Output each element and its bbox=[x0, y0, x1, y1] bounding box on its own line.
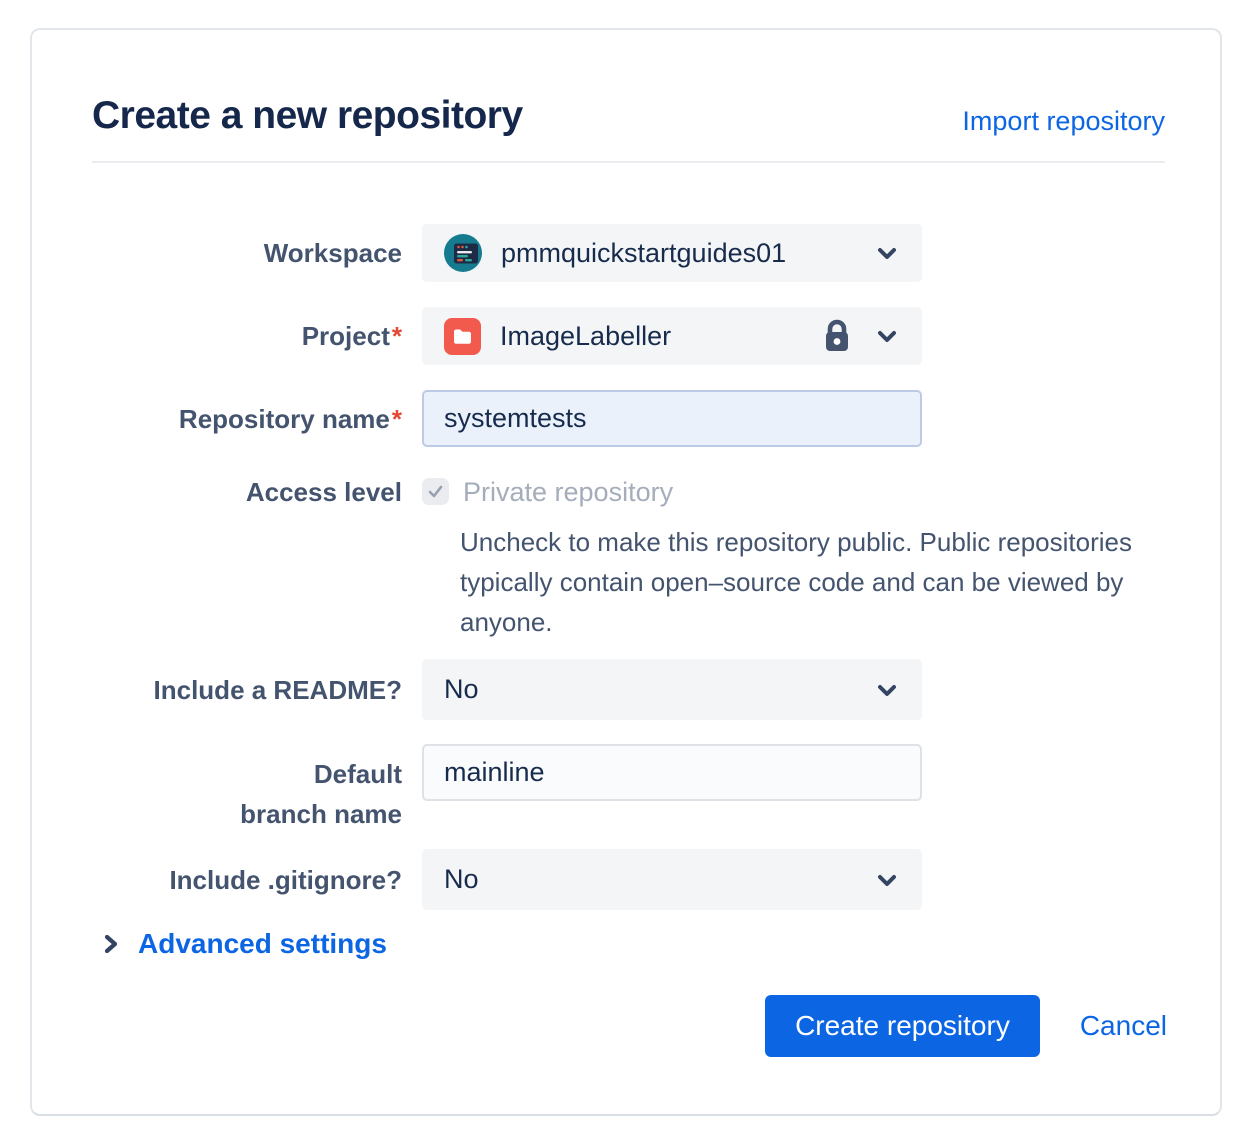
workspace-label: Workspace bbox=[263, 238, 402, 268]
lock-icon bbox=[822, 319, 852, 353]
gitignore-row: Include .gitignore? No bbox=[32, 849, 952, 910]
chevron-down-icon bbox=[874, 323, 900, 349]
private-repository-checkbox[interactable] bbox=[422, 478, 449, 505]
chevron-down-icon bbox=[874, 867, 900, 893]
readme-select[interactable]: No bbox=[422, 659, 922, 720]
required-asterisk: * bbox=[391, 403, 402, 434]
project-select[interactable]: ImageLabeller bbox=[422, 307, 922, 365]
header-divider bbox=[92, 161, 1165, 163]
default-branch-input[interactable] bbox=[422, 744, 922, 801]
workspace-avatar-icon bbox=[444, 234, 482, 272]
chevron-down-icon bbox=[874, 240, 900, 266]
project-value: ImageLabeller bbox=[500, 320, 672, 351]
import-repository-link[interactable]: Import repository bbox=[962, 106, 1165, 136]
repository-name-input[interactable] bbox=[422, 390, 922, 447]
workspace-value: pmmquickstartguides01 bbox=[501, 237, 787, 268]
access-level-row: Access level Private repository bbox=[32, 472, 952, 512]
project-label: Project* bbox=[32, 307, 402, 365]
footer-actions: Create repository Cancel bbox=[32, 995, 1167, 1057]
gitignore-value: No bbox=[444, 864, 479, 894]
create-repository-button[interactable]: Create repository bbox=[765, 995, 1040, 1057]
cancel-button[interactable]: Cancel bbox=[1079, 1010, 1167, 1041]
advanced-settings-label: Advanced settings bbox=[138, 928, 387, 959]
workspace-row: Workspace bbox=[32, 224, 952, 282]
advanced-settings-toggle[interactable]: Advanced settings bbox=[100, 928, 387, 960]
required-asterisk: * bbox=[391, 321, 402, 351]
workspace-select[interactable]: pmmquickstartguides01 bbox=[422, 224, 922, 282]
project-row: Project* ImageLabeller bbox=[32, 307, 952, 365]
access-level-label: Access level bbox=[245, 477, 402, 507]
check-icon bbox=[428, 485, 443, 498]
repository-name-label: Repository name* bbox=[32, 390, 402, 447]
gitignore-label: Include .gitignore? bbox=[169, 864, 402, 895]
default-branch-label: Default branch name bbox=[240, 759, 402, 829]
readme-label: Include a README? bbox=[153, 674, 402, 705]
repository-name-row: Repository name* bbox=[32, 390, 952, 447]
readme-value: No bbox=[444, 674, 479, 704]
project-folder-icon bbox=[444, 317, 481, 355]
access-level-help-text: Uncheck to make this repository public. … bbox=[460, 527, 1132, 637]
page-title: Create a new repository bbox=[92, 94, 523, 137]
default-branch-row: Default branch name bbox=[32, 744, 952, 834]
readme-row: Include a README? No bbox=[32, 659, 952, 720]
gitignore-select[interactable]: No bbox=[422, 849, 922, 910]
private-repository-label: Private repository bbox=[463, 477, 674, 507]
create-repository-dialog: Create a new repository Import repositor… bbox=[30, 28, 1222, 1116]
chevron-right-icon bbox=[100, 931, 122, 957]
chevron-down-icon bbox=[874, 677, 900, 703]
